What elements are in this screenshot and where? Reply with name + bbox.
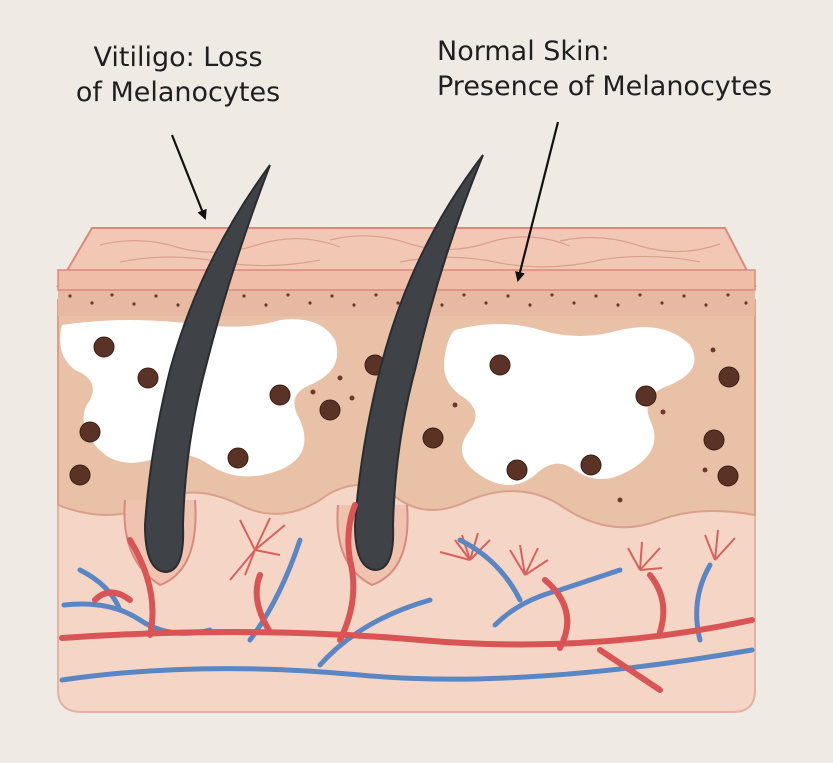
hair-right [353, 154, 484, 572]
melanocytes [69, 336, 740, 487]
normal-skin-label: Normal Skin: Presence of Melanocytes [437, 34, 772, 104]
vitiligo-label: Vitiligo: Loss of Melanocytes [62, 40, 294, 110]
vitiligo-pointer-arrow [170, 134, 207, 220]
hair-left [143, 164, 271, 574]
normal-skin-pointer-arrow [515, 121, 560, 282]
vitiligo-label-line2: of Melanocytes [75, 77, 281, 108]
normal-skin-label-line1: Normal Skin: [437, 36, 610, 67]
nerve-endings [229, 517, 736, 581]
hypodermis-layer [57, 469, 756, 713]
basal-dots [68, 293, 748, 307]
normal-skin-label-line2: Presence of Melanocytes [437, 71, 773, 102]
vitiligo-label-line1: Vitiligo: Loss [93, 42, 263, 73]
arteries [59, 502, 755, 693]
pigment-granules [310, 347, 716, 503]
